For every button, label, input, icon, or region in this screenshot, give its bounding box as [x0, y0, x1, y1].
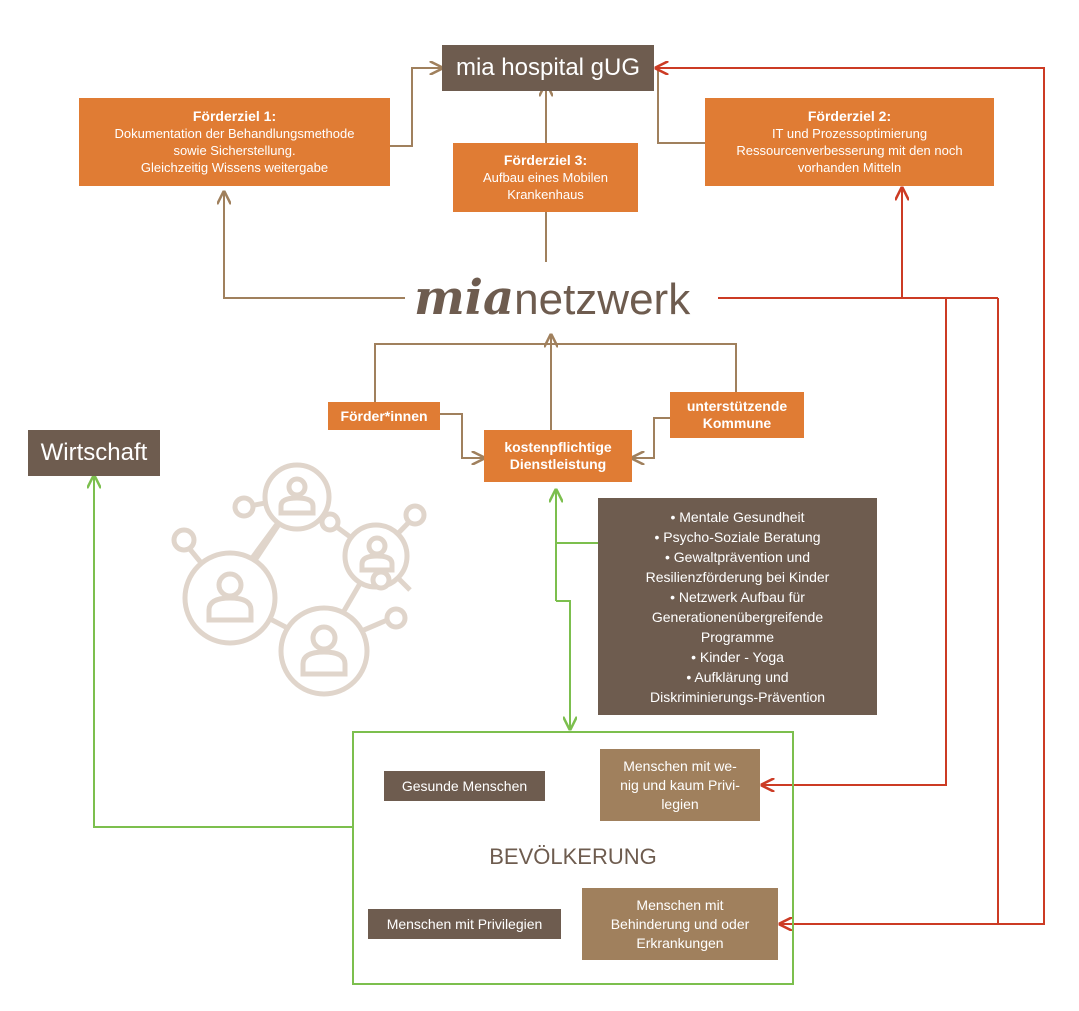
arrow-network-to-goal1 — [224, 192, 405, 299]
population-title: BEVÖLKERUNG — [489, 844, 657, 869]
service-line: kostenpflichtige — [504, 439, 612, 455]
goal-3-line: Aufbau eines Mobilen — [482, 170, 609, 185]
funders-label: Förder*innen — [340, 407, 428, 424]
population-frame — [352, 731, 794, 985]
low-privilege-line: Menschen mit we- — [623, 757, 737, 774]
goal-1-box: Förderziel 1: Dokumentation der Behandlu… — [79, 98, 390, 186]
low-privilege-line: nig und kaum Privi- — [620, 776, 740, 793]
people-network-icon — [171, 462, 427, 697]
low-privilege-box: Menschen mit we- nig und kaum Privi- leg… — [600, 749, 760, 821]
disabled-people-line: Menschen mit — [636, 896, 724, 913]
funders-box: Förder*innen — [328, 402, 440, 430]
services-list-box: • Mentale Gesundheit • Psycho-Soziale Be… — [598, 498, 877, 715]
service-box: kostenpflichtige Dienstleistung — [484, 430, 632, 482]
disabled-people-line: Erkrankungen — [636, 934, 724, 951]
goal-2-box: Förderziel 2: IT und Prozessoptimierung … — [705, 98, 994, 186]
low-privilege-line: legien — [661, 795, 699, 812]
healthy-people-box: Gesunde Menschen — [384, 771, 545, 801]
services-list-item: • Mentale Gesundheit — [670, 508, 805, 525]
goal-2-line: IT und Prozessoptimierung — [771, 126, 928, 141]
economy-box: Wirtschaft — [28, 430, 160, 476]
community-box: unterstützende Kommune — [670, 392, 804, 438]
goal-1-line: sowie Sicherstellung. — [173, 143, 296, 158]
privileged-people-box: Menschen mit Privilegien — [368, 909, 561, 939]
arrow-community-to-service — [632, 417, 670, 458]
services-list-item: • Kinder - Yoga — [691, 648, 784, 665]
line-goal2-to-hospital — [657, 68, 705, 144]
arrow-funders-to-service — [440, 413, 484, 458]
services-list-item: • Netzwerk Aufbau für — [670, 588, 805, 605]
line-funders-to-network — [374, 343, 737, 402]
goal-3-title: Förderziel 3: — [503, 152, 588, 168]
disabled-people-box: Menschen mit Behinderung und oder Erkran… — [582, 888, 778, 960]
economy-label: Wirtschaft — [40, 439, 148, 466]
goal-1-line: Dokumentation der Behandlungsmethode — [114, 126, 355, 141]
community-line: unterstützende — [686, 398, 788, 414]
arrow-population-to-hospital — [656, 68, 1045, 925]
network-logo: mianetzwerk — [414, 268, 718, 328]
goal-2-title: Förderziel 2: — [807, 108, 892, 124]
network-logo-bold: mia — [414, 270, 515, 326]
goal-3-line: Krankenhaus — [507, 187, 584, 202]
arrow-network-to-low-privilege — [762, 298, 947, 785]
goal-2-line: Ressourcenverbesserung mit den noch — [736, 143, 963, 158]
network-logo-rest: netzwerk — [514, 275, 691, 324]
services-list-item: • Gewaltprävention und — [665, 548, 810, 565]
privileged-people-label: Menschen mit Privilegien — [386, 915, 543, 932]
arrow-link-to-population — [556, 600, 570, 729]
services-list-item: Resilienzförderung bei Kinder — [645, 568, 830, 585]
service-line: Dienstleistung — [509, 456, 607, 472]
services-list-item: Generationenübergreifende — [651, 608, 824, 625]
arrow-goal1-to-hospital — [390, 68, 442, 147]
services-list-item: • Aufklärung und — [686, 668, 789, 685]
services-list-item: Programme — [700, 628, 775, 645]
arrow-population-to-economy — [94, 476, 352, 828]
community-line: Kommune — [702, 415, 772, 431]
goal-1-title: Förderziel 1: — [192, 108, 277, 124]
disabled-people-line: Behinderung und oder — [610, 915, 750, 932]
hospital-box: mia hospital gUG — [442, 45, 654, 91]
healthy-people-label: Gesunde Menschen — [401, 777, 528, 794]
goal-3-box: Förderziel 3: Aufbau eines Mobilen Krank… — [453, 143, 638, 212]
services-list-item: • Psycho-Soziale Beratung — [654, 528, 821, 545]
goal-2-line: vorhanden Mitteln — [797, 160, 902, 175]
goal-1-line: Gleichzeitig Wissens weitergabe — [140, 160, 329, 175]
hospital-label: mia hospital gUG — [455, 54, 641, 81]
services-list-item: Diskriminierungs-Prävention — [649, 688, 826, 705]
